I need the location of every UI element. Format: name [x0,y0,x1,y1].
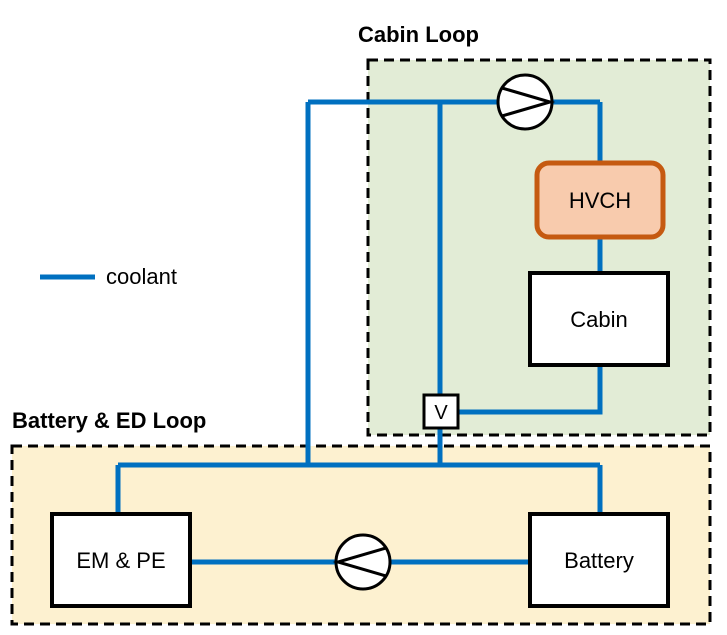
battery-pump-icon [332,533,392,591]
coolant-pipes [115,99,603,565]
cabin-pump-icon [496,73,556,131]
cabin-box [528,271,670,367]
hvch-label: HVCH [569,188,631,213]
valve-box [422,393,460,430]
hvch-box [534,160,666,240]
valve-label: V [434,402,448,424]
battery-box [528,512,670,608]
em-pe-box [50,512,192,608]
legend: coolant [40,264,177,289]
legend-coolant-label: coolant [106,264,177,289]
battery-ed-loop-label: Battery & ED Loop [12,408,206,433]
cabin-label: Cabin [570,307,627,332]
battery-label: Battery [564,548,634,573]
pipe-cabin-return [457,365,603,415]
cabin-loop-label: Cabin Loop [358,22,479,47]
em-pe-label: EM & PE [76,548,165,573]
